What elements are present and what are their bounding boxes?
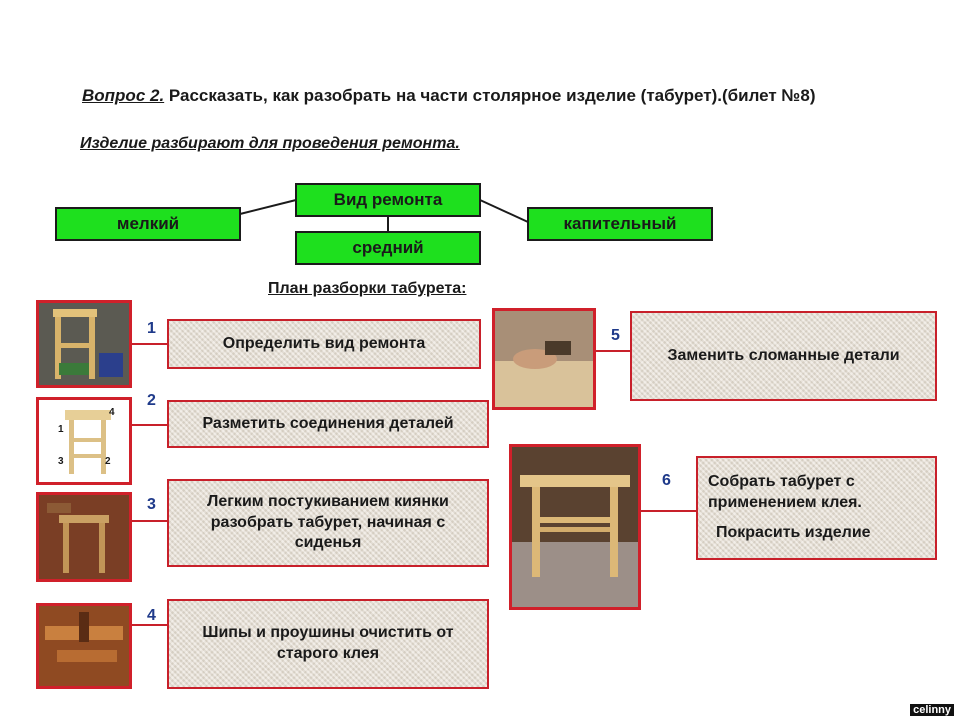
stool-sketch: 4 1 3 2	[36, 397, 132, 485]
step-number-1: 1	[147, 320, 156, 338]
stool-photo-4	[36, 603, 132, 689]
plan-title: План разборки табурета:	[268, 280, 466, 298]
connector-5	[596, 350, 632, 352]
step-4-box: Шипы и проушины очистить от старого клея	[167, 599, 489, 689]
repair-type-minor: мелкий	[55, 207, 241, 241]
stool-shelf-image	[39, 303, 129, 385]
stool-photo-3	[36, 492, 132, 582]
step-3-box: Легким постукиванием киянки разобрать та…	[167, 479, 489, 567]
sketch-label-2: 2	[105, 456, 111, 467]
stool-photo-5	[492, 308, 596, 410]
step-number-2: 2	[147, 392, 156, 410]
step-6-line1: Собрать табурет с применением клея.	[708, 472, 925, 514]
step-6-box: Собрать табурет с применением клея. Покр…	[696, 456, 937, 560]
finished-stool-image	[512, 447, 638, 607]
step-1-box: Определить вид ремонта	[167, 319, 481, 369]
step-6-line2: Покрасить изделие	[716, 523, 871, 544]
sketch-label-3: 3	[58, 456, 64, 467]
planing-image	[495, 311, 593, 407]
repair-type-root: Вид ремонта	[295, 183, 481, 217]
step-2-box: Разметить соединения деталей	[167, 400, 489, 448]
connector-6	[641, 510, 697, 512]
hammer-disassembly-image	[39, 495, 129, 579]
connector-1	[132, 343, 168, 345]
repair-type-capital: капительный	[527, 207, 713, 241]
step-5-box: Заменить сломанные детали	[630, 311, 937, 401]
connector-3	[132, 520, 168, 522]
repair-type-medium: средний	[295, 231, 481, 265]
watermark: celinny	[910, 704, 954, 716]
step-number-3: 3	[147, 496, 156, 514]
stool-photo-6	[509, 444, 641, 610]
step-number-6: 6	[662, 472, 671, 490]
sketch-label-1: 1	[58, 424, 64, 435]
connector-2	[132, 424, 168, 426]
step-number-4: 4	[147, 607, 156, 625]
step-number-5: 5	[611, 327, 620, 345]
stool-sketch-image	[39, 400, 129, 482]
sketch-label-4: 4	[109, 407, 115, 418]
tenon-cleaning-image	[39, 606, 129, 686]
stool-photo-1	[36, 300, 132, 388]
